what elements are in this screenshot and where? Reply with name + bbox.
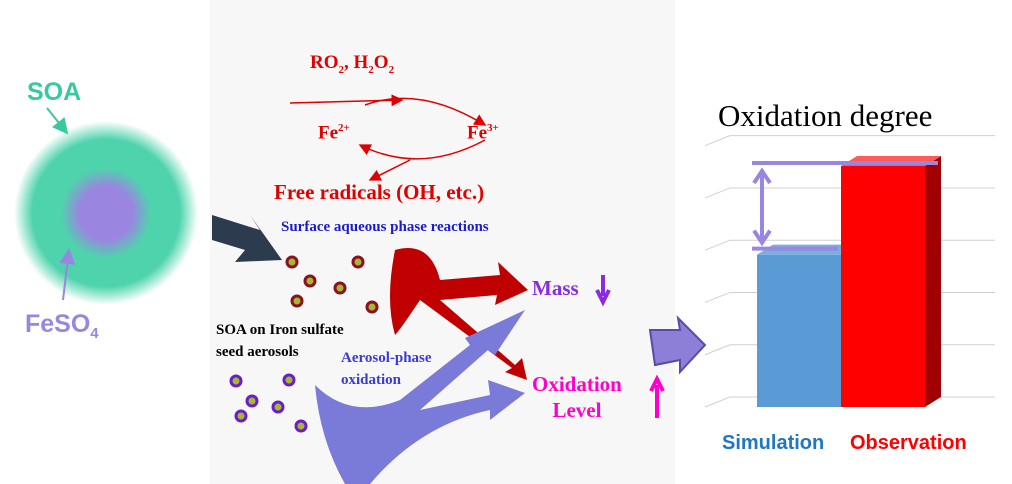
radicals-label: Free radicals (OH, etc.): [274, 180, 485, 204]
bar-side: [925, 156, 941, 407]
soa-label: SOA: [27, 78, 82, 106]
bar-observation: [841, 166, 925, 407]
input-arrow: [212, 215, 282, 262]
difference-arrow: [752, 167, 772, 247]
center-panel: [210, 0, 675, 484]
mass-label: Mass: [532, 276, 579, 300]
oxidants-label: RO2, H2O2: [310, 52, 395, 76]
surface-particles: [285, 255, 379, 314]
mass-down-arrow: [595, 275, 611, 307]
output-arrow: [648, 315, 707, 375]
fe2-label: Fe2+: [318, 122, 350, 144]
bar-chart: [704, 135, 995, 408]
blue-reaction-arrows: [315, 310, 525, 484]
surface-reactions-label: Surface aqueous phase reactions: [281, 219, 489, 235]
observation-label: Observation: [850, 432, 967, 454]
oxidation-up-arrow: [649, 374, 665, 418]
bar-simulation: [757, 254, 841, 407]
simulation-label: Simulation: [722, 432, 825, 454]
chart-title: Oxidation degree: [718, 98, 933, 133]
aerosol-particles: [229, 373, 308, 433]
fe3-label: Fe3+: [467, 122, 499, 144]
gridline: [704, 135, 995, 147]
feso4-label: FeSO4: [25, 310, 99, 342]
feso4-core: [61, 168, 151, 258]
feso4-text: FeSO: [25, 310, 91, 338]
feso4-subscript: 4: [90, 325, 99, 342]
